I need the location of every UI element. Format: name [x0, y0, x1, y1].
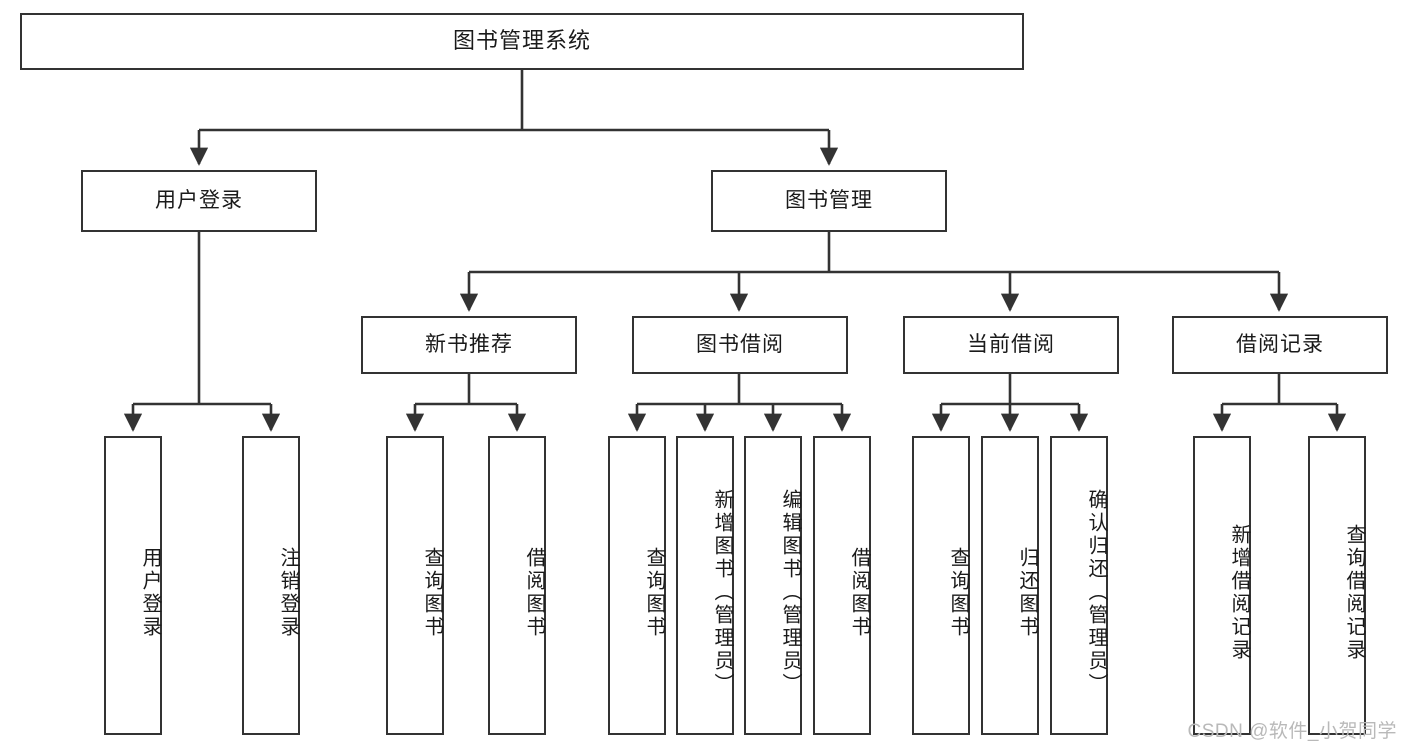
- leaf-label: 查询图书: [947, 546, 969, 639]
- leaf-book-borrow-add[interactable]: 新增图书（管理员）: [676, 436, 734, 735]
- leaf-label: 查询图书: [421, 546, 443, 639]
- leaf-current-borrow-return[interactable]: 归还图书: [981, 436, 1039, 735]
- leaf-book-borrow-query[interactable]: 查询图书: [608, 436, 666, 735]
- leaf-book-borrow-borrow[interactable]: 借阅图书: [813, 436, 871, 735]
- node-current-borrow[interactable]: 当前借阅: [903, 316, 1119, 374]
- node-root-system[interactable]: 图书管理系统: [20, 13, 1024, 70]
- leaf-current-borrow-confirm-return[interactable]: 确认归还（管理员）: [1050, 436, 1108, 735]
- leaf-label: 借阅图书: [523, 546, 545, 639]
- leaf-current-borrow-query[interactable]: 查询图书: [912, 436, 970, 735]
- node-borrow-record[interactable]: 借阅记录: [1172, 316, 1388, 374]
- leaf-new-book-borrow[interactable]: 借阅图书: [488, 436, 546, 735]
- leaf-label: 编辑图书（管理员）: [779, 489, 801, 696]
- watermark: CSDN @软件_小贺同学: [1187, 721, 1397, 742]
- node-user-login[interactable]: 用户登录: [81, 170, 317, 232]
- leaf-new-book-query[interactable]: 查询图书: [386, 436, 444, 735]
- leaf-borrow-record-add[interactable]: 新增借阅记录: [1193, 436, 1251, 735]
- leaf-label: 新增借阅记录: [1228, 523, 1250, 662]
- leaf-user-login-logout[interactable]: 注销登录: [242, 436, 300, 735]
- leaf-label: 确认归还（管理员）: [1085, 489, 1107, 696]
- node-new-book-recommend[interactable]: 新书推荐: [361, 316, 577, 374]
- leaf-label: 查询借阅记录: [1343, 523, 1365, 662]
- leaf-label: 归还图书: [1016, 546, 1038, 639]
- leaf-label: 新增图书（管理员）: [711, 489, 733, 696]
- node-book-management[interactable]: 图书管理: [711, 170, 947, 232]
- leaf-label: 借阅图书: [848, 546, 870, 639]
- leaf-label: 用户登录: [139, 546, 161, 639]
- leaf-user-login-login[interactable]: 用户登录: [104, 436, 162, 735]
- leaf-book-borrow-edit[interactable]: 编辑图书（管理员）: [744, 436, 802, 735]
- node-book-borrow[interactable]: 图书借阅: [632, 316, 848, 374]
- leaf-label: 查询图书: [643, 546, 665, 639]
- leaf-label: 注销登录: [277, 546, 299, 639]
- leaf-borrow-record-query[interactable]: 查询借阅记录: [1308, 436, 1366, 735]
